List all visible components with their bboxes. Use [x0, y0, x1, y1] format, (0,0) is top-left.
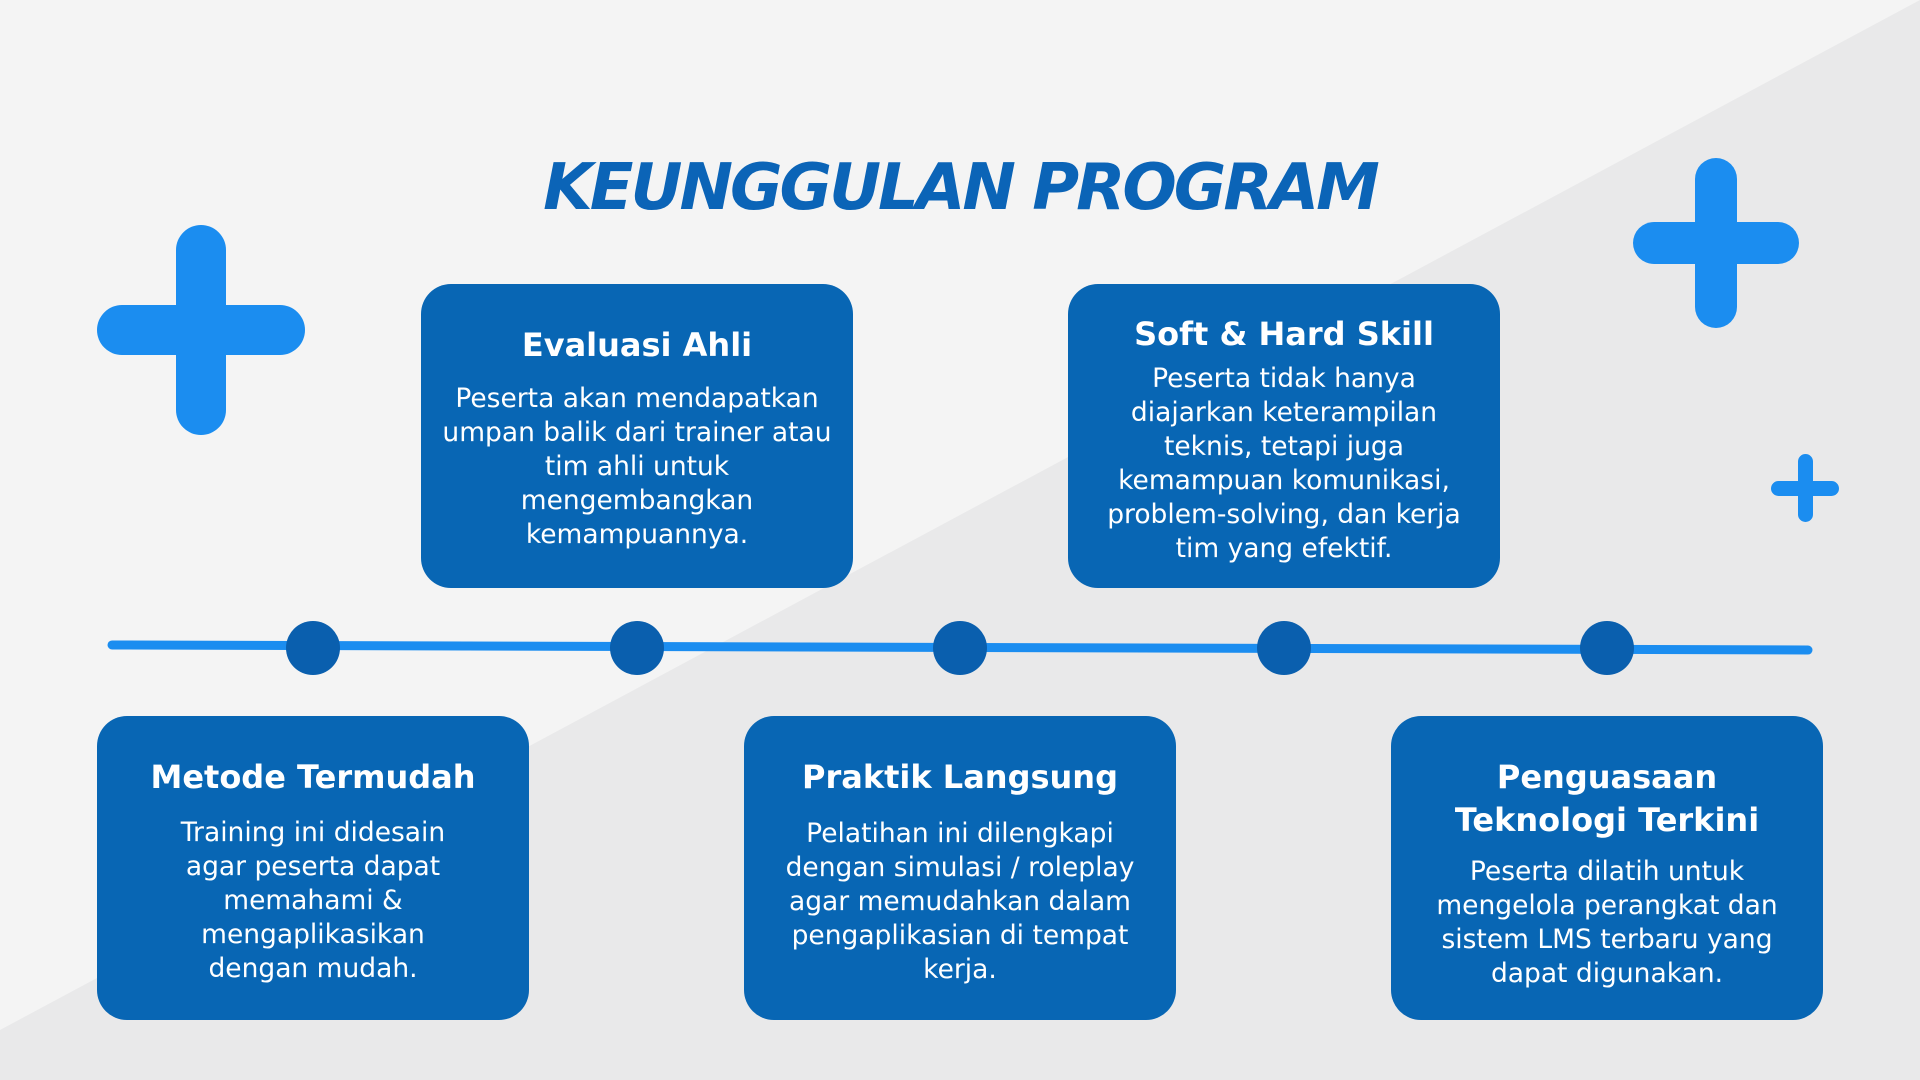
- card-title: Penguasaan Teknologi Terkini: [1454, 758, 1760, 839]
- card-title: Evaluasi Ahli: [521, 326, 753, 364]
- plus-icon-top-right: [1633, 158, 1799, 328]
- card-text: Peserta akan mendapatkan umpan balik dar…: [442, 383, 832, 550]
- card-metode-termudah: Metode Termudah Training ini didesain ag…: [97, 716, 529, 1020]
- card-title: Soft & Hard Skill: [1134, 315, 1434, 353]
- plus-icon-small-right: [1771, 454, 1839, 522]
- plus-icon-left: [97, 225, 305, 435]
- card-soft-hard-skill: Soft & Hard Skill Peserta tidak hanya di…: [1068, 284, 1500, 588]
- card-title: Metode Termudah: [150, 758, 476, 796]
- card-evaluasi-ahli: Evaluasi Ahli Peserta akan mendapatkan u…: [421, 284, 853, 588]
- card-title: Praktik Langsung: [802, 758, 1118, 796]
- card-text: Peserta dilatih untuk mengelola perangka…: [1436, 856, 1778, 989]
- card-praktik-langsung: Praktik Langsung Pelatihan ini dilengkap…: [744, 716, 1176, 1020]
- card-text: Training ini didesain agar peserta dapat…: [180, 817, 446, 984]
- card-text: Peserta tidak hanya diajarkan keterampil…: [1107, 363, 1461, 564]
- card-penguasaan-teknologi: Penguasaan Teknologi Terkini Peserta dil…: [1391, 716, 1823, 1020]
- card-text: Pelatihan ini dilengkapi dengan simulasi…: [785, 818, 1135, 985]
- page-title: KEUNGGULAN PROGRAM: [543, 150, 1380, 225]
